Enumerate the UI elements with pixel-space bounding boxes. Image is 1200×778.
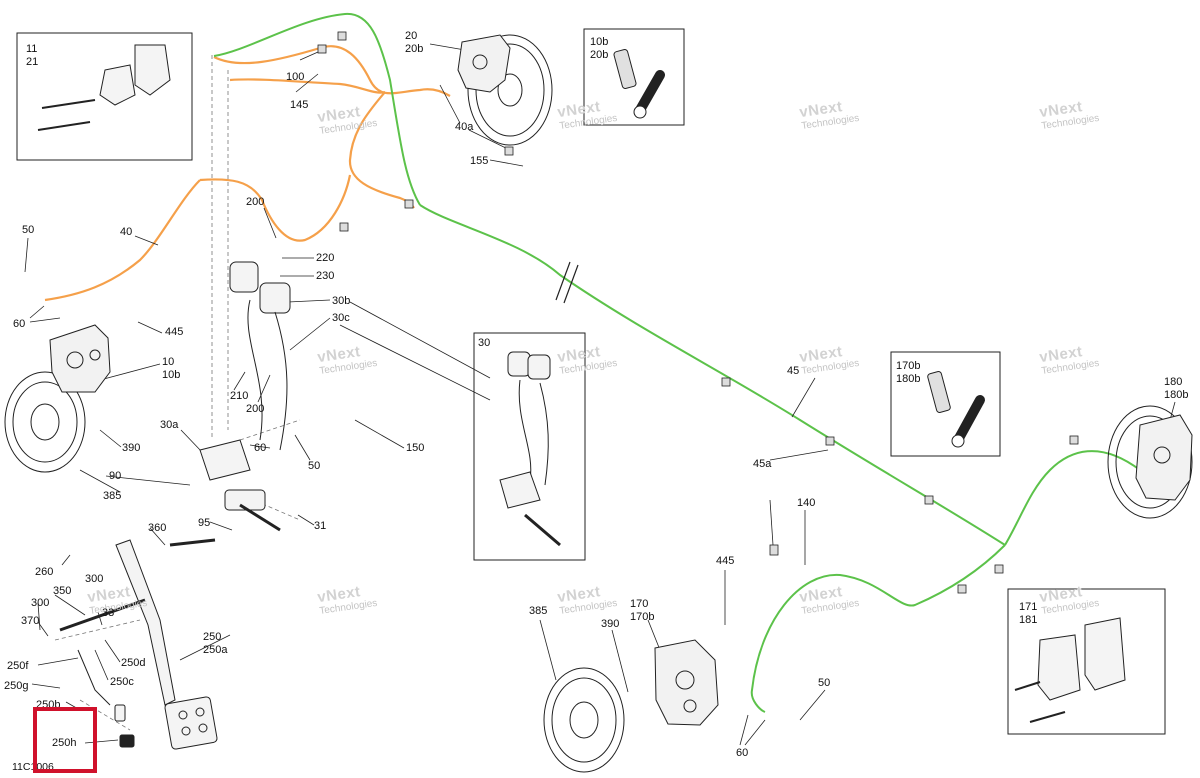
inset-label-rear-pads: 171 181	[1019, 601, 1038, 626]
callout-360[interactable]: 360	[148, 522, 167, 534]
callout-390[interactable]: 390	[601, 618, 620, 630]
front-brake-line	[44, 45, 451, 302]
callout-10[interactable]: 10 10b	[162, 356, 181, 381]
inset-box-rear-bleeder	[890, 351, 1001, 457]
callout-45[interactable]: 45	[787, 365, 800, 377]
callout-60[interactable]: 60	[13, 318, 26, 330]
rear-bleeder-parts	[927, 371, 985, 448]
front-caliper-left	[49, 324, 111, 393]
callout-155[interactable]: 155	[470, 155, 489, 167]
callout-260[interactable]: 260	[35, 566, 54, 578]
callout-50[interactable]: 50	[818, 677, 831, 689]
rear-caliper-bottom	[654, 639, 719, 726]
callout-33[interactable]: 33	[102, 607, 115, 619]
callout-210[interactable]: 210	[230, 390, 249, 402]
callout-90[interactable]: 90	[109, 470, 122, 482]
callout-100[interactable]: 100	[286, 71, 305, 83]
callout-145[interactable]: 145	[290, 99, 309, 111]
callout-60[interactable]: 60	[736, 747, 749, 759]
highlight-box	[33, 707, 97, 773]
callout-385[interactable]: 385	[529, 605, 548, 617]
callout-385[interactable]: 385	[103, 490, 122, 502]
callout-390[interactable]: 390	[122, 442, 141, 454]
callout-200[interactable]: 200	[246, 403, 265, 415]
callout-30c[interactable]: 30c	[332, 312, 350, 324]
front-caliper-top	[457, 34, 511, 93]
callout-95[interactable]: 95	[198, 517, 211, 529]
rear-caliper-right	[1135, 414, 1193, 501]
callout-350[interactable]: 350	[53, 585, 72, 597]
inset-label-rear-bleeder: 170b 180b	[896, 360, 921, 385]
callout-150[interactable]: 150	[406, 442, 425, 454]
brake-pedal-assembly	[59, 538, 218, 750]
callout-40[interactable]: 40	[120, 226, 133, 238]
callout-170[interactable]: 170 170b	[630, 598, 655, 623]
callout-250d[interactable]: 250d	[121, 657, 146, 669]
callout-445[interactable]: 445	[165, 326, 184, 338]
callout-31[interactable]: 31	[314, 520, 327, 532]
callout-250h[interactable]: 250h	[52, 737, 77, 749]
rear-pads-parts	[1014, 617, 1126, 723]
master-cylinder-inset	[499, 351, 561, 547]
callout-60[interactable]: 60	[254, 442, 267, 454]
callout-200[interactable]: 200	[246, 196, 265, 208]
callout-250g[interactable]: 250g	[4, 680, 29, 692]
callout-370[interactable]: 370	[21, 615, 40, 627]
front-bleeder-parts	[613, 49, 665, 119]
assembly-guide-lines	[54, 55, 301, 731]
callout-250[interactable]: 250 250a	[203, 631, 228, 656]
callout-230[interactable]: 230	[316, 270, 335, 282]
master-cylinder-assembly	[199, 261, 291, 532]
line-clips	[317, 31, 1079, 594]
inset-box-rear-pads	[1007, 588, 1166, 735]
front-pads-parts	[37, 44, 171, 131]
callout-445[interactable]: 445	[716, 555, 735, 567]
inset-label-master-cylinder: 30	[478, 337, 491, 349]
callout-50[interactable]: 50	[22, 224, 35, 236]
rear-rotor-bottom	[543, 667, 625, 773]
callout-30b[interactable]: 30b	[332, 295, 351, 307]
callout-300[interactable]: 300	[31, 597, 50, 609]
callout-250f[interactable]: 250f	[7, 660, 29, 672]
rear-brake-line	[213, 12, 1141, 713]
callout-140[interactable]: 140	[797, 497, 816, 509]
callout-220[interactable]: 220	[316, 252, 335, 264]
inset-box-front-bleeder	[583, 28, 685, 126]
callout-45a[interactable]: 45a	[753, 458, 772, 470]
callout-30a[interactable]: 30a	[160, 419, 179, 431]
inset-box-master-cylinder	[473, 332, 586, 561]
callout-40a[interactable]: 40a	[455, 121, 474, 133]
callout-50[interactable]: 50	[308, 460, 321, 472]
callout-20[interactable]: 20 20b	[405, 30, 424, 55]
callout-300[interactable]: 300	[85, 573, 104, 585]
inset-label-front-bleeder: 10b 20b	[590, 36, 609, 61]
leader-lines	[24, 43, 1176, 746]
callout-180[interactable]: 180 180b	[1164, 376, 1189, 401]
inset-box-front-pads	[16, 32, 193, 161]
front-rotor-left	[4, 371, 86, 473]
callout-250c[interactable]: 250c	[110, 676, 134, 688]
inset-label-front-pads: 11 21	[26, 43, 39, 68]
